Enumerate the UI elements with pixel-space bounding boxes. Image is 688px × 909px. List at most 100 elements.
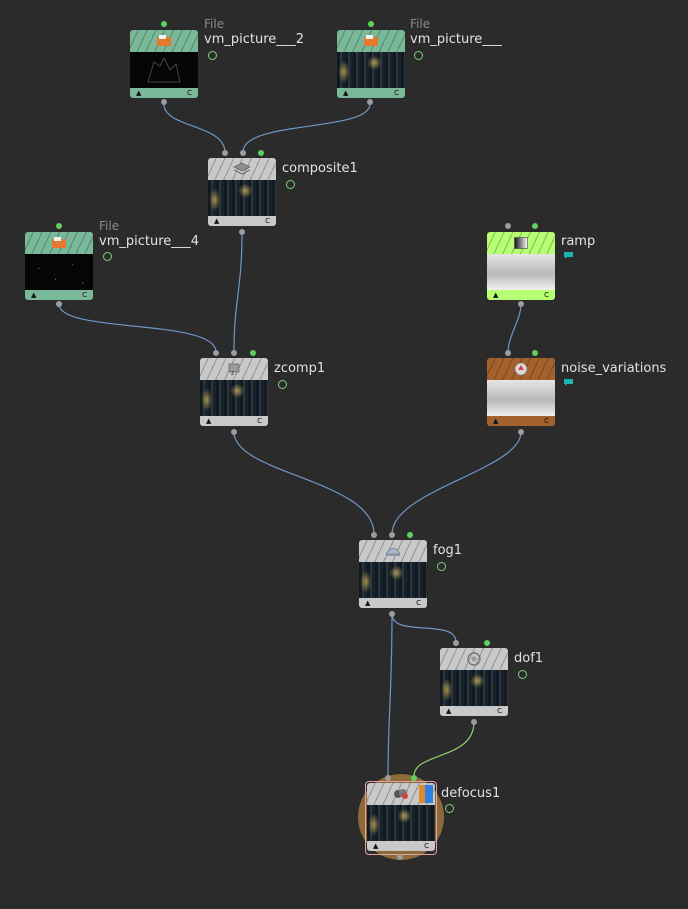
output-port[interactable] xyxy=(532,350,538,356)
comment-icon[interactable] xyxy=(563,251,574,260)
node-dof1[interactable]: ▲ C xyxy=(440,648,508,716)
node-fog1[interactable]: ▲ C xyxy=(359,540,427,608)
node-header[interactable] xyxy=(359,540,427,562)
bypass-flag[interactable]: ▲ xyxy=(446,707,452,715)
output-connector[interactable] xyxy=(471,719,477,725)
bypass-flag[interactable]: ▲ xyxy=(206,417,212,425)
cache-flag[interactable]: C xyxy=(544,291,549,299)
node-footer[interactable]: ▲ C xyxy=(367,841,435,851)
node-footer[interactable]: ▲ C xyxy=(359,598,427,608)
node-name-label[interactable]: vm_picture___2 xyxy=(204,32,305,47)
cache-flag[interactable]: C xyxy=(497,707,502,715)
node-name-label[interactable]: defocus1 xyxy=(441,786,501,801)
input-connector[interactable] xyxy=(231,350,237,356)
wire-ramp-to-noise[interactable] xyxy=(507,303,522,353)
node-zcomp1[interactable]: z ▲ C xyxy=(200,358,268,426)
output-port[interactable] xyxy=(258,150,264,156)
wire-noise-to-fog1[interactable] xyxy=(391,431,522,535)
node-footer[interactable]: ▲ C xyxy=(25,290,93,300)
output-connector[interactable] xyxy=(367,99,373,105)
bypass-flag[interactable]: ▲ xyxy=(493,417,499,425)
node-header[interactable] xyxy=(440,648,508,670)
wire-vm_picture_2-to-composite1[interactable] xyxy=(163,103,226,153)
wire-fog1-to-dof1[interactable] xyxy=(391,613,457,643)
bypass-flag[interactable]: ▲ xyxy=(31,291,37,299)
node-header[interactable]: z xyxy=(200,358,268,380)
node-header[interactable] xyxy=(487,358,555,380)
node-header[interactable] xyxy=(367,783,435,805)
cache-flag[interactable]: C xyxy=(416,599,421,607)
input-connector[interactable] xyxy=(222,150,228,156)
input-port-active[interactable] xyxy=(411,775,417,781)
input-connector[interactable] xyxy=(505,223,511,229)
node-vm_picture_3[interactable]: ▲ C xyxy=(337,30,405,98)
output-port[interactable] xyxy=(56,223,62,229)
node-name-label[interactable]: vm_picture___ xyxy=(410,32,502,47)
cache-flag[interactable]: C xyxy=(257,417,262,425)
node-footer[interactable]: ▲ C xyxy=(487,290,555,300)
bypass-flag[interactable]: ▲ xyxy=(214,217,220,225)
output-connector[interactable] xyxy=(518,301,524,307)
output-port[interactable] xyxy=(250,350,256,356)
input-connector[interactable] xyxy=(213,350,219,356)
comment-icon[interactable] xyxy=(563,378,574,387)
node-vm_picture_4[interactable]: ▲ C xyxy=(25,232,93,300)
wire-fog1-to-defocus1[interactable] xyxy=(387,613,393,777)
node-composite1[interactable]: ▲ C xyxy=(208,158,276,226)
node-vm_picture_2[interactable]: ▲ C xyxy=(130,30,198,98)
output-port[interactable] xyxy=(161,21,167,27)
cache-flag[interactable]: C xyxy=(424,842,429,850)
wire-vm_picture_3-to-composite1[interactable] xyxy=(242,103,371,153)
bypass-flag[interactable]: ▲ xyxy=(365,599,371,607)
node-name-label[interactable]: noise_variations xyxy=(561,361,667,376)
template-flag[interactable] xyxy=(419,785,425,803)
input-connector[interactable] xyxy=(371,532,377,538)
output-connector[interactable] xyxy=(397,854,403,860)
output-connector[interactable] xyxy=(56,301,62,307)
bypass-flag[interactable]: ▲ xyxy=(343,89,349,97)
wire-dof1-to-defocus1[interactable] xyxy=(413,721,475,777)
node-name-label[interactable]: composite1 xyxy=(282,161,358,176)
input-connector[interactable] xyxy=(389,532,395,538)
output-connector[interactable] xyxy=(161,99,167,105)
node-header[interactable] xyxy=(25,232,93,254)
node-footer[interactable]: ▲ C xyxy=(337,88,405,98)
input-connector[interactable] xyxy=(240,150,246,156)
node-footer[interactable]: ▲ C xyxy=(200,416,268,426)
node-footer[interactable]: ▲ C xyxy=(130,88,198,98)
bypass-flag[interactable]: ▲ xyxy=(493,291,499,299)
node-header[interactable] xyxy=(487,232,555,254)
node-header[interactable] xyxy=(208,158,276,180)
node-footer[interactable]: ▲ C xyxy=(487,416,555,426)
node-name-label[interactable]: dof1 xyxy=(514,651,544,666)
output-connector[interactable] xyxy=(231,429,237,435)
output-port[interactable] xyxy=(368,21,374,27)
output-connector[interactable] xyxy=(239,229,245,235)
node-defocus1[interactable]: ▲ C xyxy=(367,783,435,851)
node-noise_variations[interactable]: ▲ C xyxy=(487,358,555,426)
output-connector[interactable] xyxy=(389,611,395,617)
wire-composite1-to-zcomp1[interactable] xyxy=(233,231,243,353)
node-footer[interactable]: ▲ C xyxy=(208,216,276,226)
bypass-flag[interactable]: ▲ xyxy=(136,89,142,97)
node-name-label[interactable]: vm_picture___4 xyxy=(99,234,200,249)
cache-flag[interactable]: C xyxy=(187,89,192,97)
cache-flag[interactable]: C xyxy=(265,217,270,225)
output-port[interactable] xyxy=(407,532,413,538)
output-port[interactable] xyxy=(484,640,490,646)
output-port[interactable] xyxy=(532,223,538,229)
input-connector[interactable] xyxy=(505,350,511,356)
cache-flag[interactable]: C xyxy=(394,89,399,97)
output-connector[interactable] xyxy=(518,429,524,435)
node-name-label[interactable]: ramp xyxy=(561,234,596,249)
node-header[interactable] xyxy=(130,30,198,52)
node-header[interactable] xyxy=(337,30,405,52)
node-footer[interactable]: ▲ C xyxy=(440,706,508,716)
input-connector[interactable] xyxy=(453,640,459,646)
bypass-flag[interactable]: ▲ xyxy=(373,842,379,850)
wire-vm_picture_4-to-zcomp1[interactable] xyxy=(58,303,217,353)
display-flag[interactable] xyxy=(425,785,433,803)
input-connector[interactable] xyxy=(385,775,391,781)
wire-zcomp1-to-fog1[interactable] xyxy=(233,431,375,535)
cache-flag[interactable]: C xyxy=(82,291,87,299)
